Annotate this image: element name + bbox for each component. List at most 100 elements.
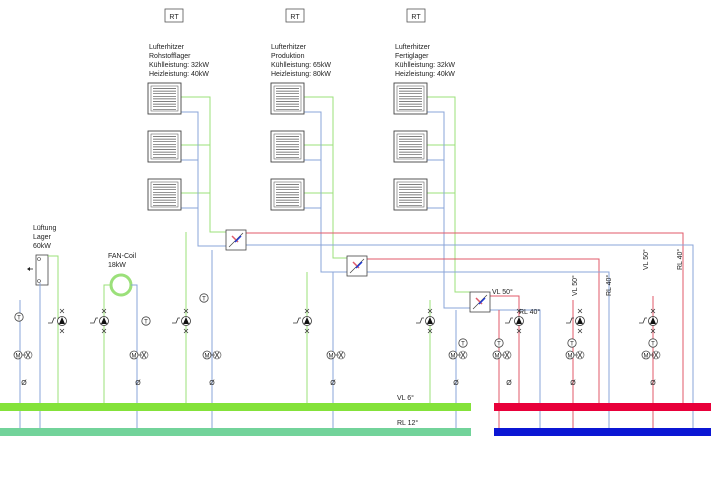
air-heater-unit [393, 82, 428, 115]
header-cold-supply [0, 403, 471, 411]
temperature-sensor: T [14, 312, 24, 322]
ventilation-lager: Lüftung Lager 60kW [27, 225, 56, 286]
air-heater-unit [393, 130, 428, 163]
temperature-sensor-label: T [461, 341, 465, 347]
air-heater-unit [393, 178, 428, 211]
ventilation-area: Lager [33, 234, 52, 241]
check-valve-icon [304, 308, 310, 334]
unit-heating: Heizleistung: 40kW [395, 71, 455, 78]
pump-icon [48, 316, 67, 326]
pump-icon [90, 316, 109, 326]
hx-rl-label: RL 40° [519, 308, 540, 316]
unit-label-fertiglager: Lufterhitzer Fertiglager Kühlleistung: 3… [395, 44, 455, 78]
unit-cooling: Kühlleistung: 32kW [395, 62, 455, 69]
temperature-sensor-label: T [17, 315, 21, 321]
flow-meter-icon: Ø [570, 380, 576, 387]
motor-valve-icon: M [326, 350, 346, 360]
unit-cooling: Kühlleistung: 32kW [149, 62, 209, 69]
check-valve-icon [516, 308, 522, 334]
motor-valve-icon: M [565, 350, 585, 360]
temperature-sensor-label: T [497, 341, 501, 347]
temperature-sensor: T [199, 293, 209, 303]
pump-icon [505, 316, 524, 326]
check-valve-icon [59, 308, 65, 334]
motor-valve-icon: M [129, 350, 149, 360]
heat-exchanger-1 [225, 229, 247, 251]
thermostat-produktion: RT [285, 8, 305, 23]
temperature-sensor: T [567, 338, 577, 348]
pump-icon [293, 316, 312, 326]
ventilation-power: 60kW [33, 243, 51, 250]
flow-meter-icon: Ø [506, 380, 512, 387]
motor-valve-label: M [644, 353, 649, 359]
pump-icon [416, 316, 435, 326]
thermostat-fertiglager: RT [406, 8, 426, 23]
unit-label-produktion: Lufterhitzer Produktion Kühlleistung: 65… [271, 44, 331, 78]
temperature-sensor: T [648, 338, 658, 348]
air-heater-unit [270, 130, 305, 163]
flow-meter-icon: Ø [330, 380, 336, 387]
unit-heating: Heizleistung: 80kW [271, 71, 331, 78]
header-cold-return-label: RL 12° [397, 419, 418, 427]
branch-vl-label: VL 50° [642, 249, 650, 270]
check-valve-icon [427, 308, 433, 334]
air-heater-unit [147, 82, 182, 115]
unit-area: Rohstofflager [149, 53, 191, 60]
temperature-sensor-label: T [202, 296, 206, 302]
header-cold-supply-label: VL 6° [397, 394, 414, 402]
temperature-sensor-label: T [651, 341, 655, 347]
motor-valve-icon: M [13, 350, 33, 360]
header-hot-supply [494, 403, 711, 411]
motor-valve-icon: M [202, 350, 222, 360]
flow-meter-icon: Ø [209, 380, 215, 387]
motor-valve-icon: M [641, 350, 661, 360]
unit-area: Fertiglager [395, 53, 429, 60]
heat-exchanger-3 [469, 291, 491, 313]
motor-valve-label: M [329, 353, 334, 359]
pump-icon [639, 316, 658, 326]
unit-label-rohstofflager: Lufterhitzer Rohstofflager Kühlleistung:… [149, 44, 209, 78]
motor-valve-icon: M [448, 350, 468, 360]
thermostat-label: RT [290, 14, 300, 21]
pump-icon [172, 316, 191, 326]
motor-valve-label: M [205, 353, 210, 359]
temperature-sensor: T [494, 338, 504, 348]
branch-rl-label: RL 40° [676, 249, 684, 270]
heat-exchanger-2 [346, 255, 368, 277]
flow-meter-icon: Ø [650, 380, 656, 387]
air-heater-unit [270, 178, 305, 211]
motor-valve-label: M [495, 353, 500, 359]
check-valve-icon [183, 308, 189, 334]
header-hot-return [494, 428, 711, 436]
temperature-sensor: T [141, 316, 151, 326]
air-heater-unit [147, 178, 182, 211]
check-valve-icon [577, 308, 583, 334]
unit-name: Lufterhitzer [271, 44, 307, 51]
unit-name: Lufterhitzer [149, 44, 185, 51]
motor-valve-label: M [568, 353, 573, 359]
motor-valve-label: M [451, 353, 456, 359]
header-cold-return [0, 428, 471, 436]
check-valve-icon [101, 308, 107, 334]
motor-valve-label: M [16, 353, 21, 359]
ventilation-name: Lüftung [33, 225, 56, 232]
branch-rl-label: RL 40° [605, 275, 613, 296]
thermostat-label: RT [411, 14, 421, 21]
temperature-sensor-label: T [570, 341, 574, 347]
unit-name: Lufterhitzer [395, 44, 431, 51]
temperature-sensor: T [458, 338, 468, 348]
flow-meter-icon: Ø [21, 380, 27, 387]
unit-cooling: Kühlleistung: 65kW [271, 62, 331, 69]
thermostat-label: RT [169, 14, 179, 21]
thermostat-rohstofflager: RT [164, 8, 184, 23]
motor-valve-icon: M [492, 350, 512, 360]
air-heater-units [147, 82, 428, 211]
unit-area: Produktion [271, 53, 305, 60]
flow-meter-icon: Ø [135, 380, 141, 387]
motor-valve-label: M [132, 353, 137, 359]
air-heater-unit [147, 130, 182, 163]
air-heater-unit [270, 82, 305, 115]
